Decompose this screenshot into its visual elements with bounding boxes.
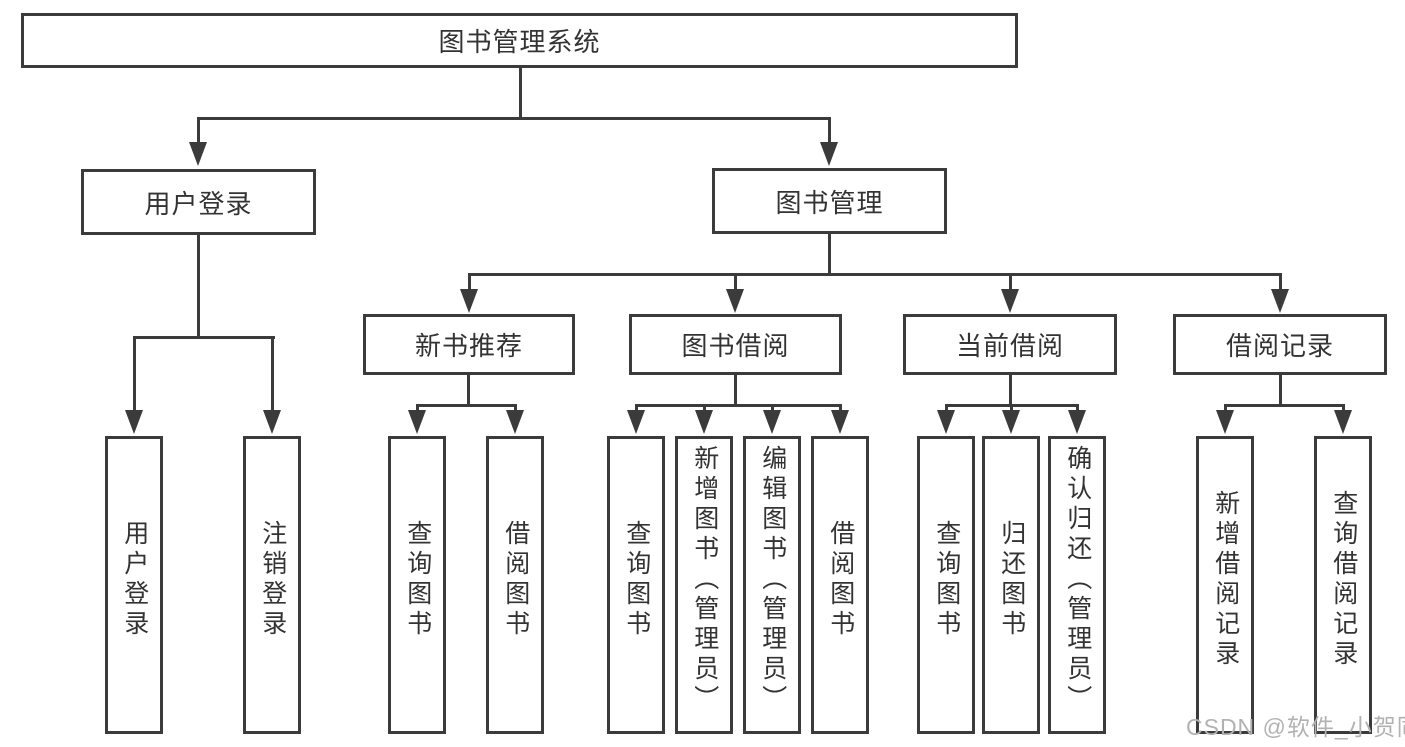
edge-shaft — [1224, 404, 1227, 414]
edge-shaft — [133, 336, 136, 414]
node-borrowing-records: 借阅记录 — [1173, 314, 1387, 375]
edge-book-mgmt-stem — [828, 234, 831, 276]
leaf-label: 编辑图书（管理员） — [758, 445, 787, 715]
leaf-label: 查询图书 — [403, 520, 432, 640]
edge-user-login-bar — [133, 336, 275, 339]
leaf-add-borrow-record: 新增借阅记录 — [1196, 436, 1254, 734]
leaf-label: 注销登录 — [258, 520, 287, 640]
arrowhead-icon — [726, 289, 744, 313]
edge-shaft — [635, 404, 638, 414]
leaf-query-borrow-record: 查询借阅记录 — [1314, 436, 1372, 734]
node-current-borrowing: 当前借阅 — [903, 314, 1117, 375]
edge-user-login-stem — [197, 235, 200, 339]
leaf-edit-books-admin: 编辑图书（管理员） — [743, 436, 801, 734]
leaf-label: 新增借阅记录 — [1211, 490, 1240, 670]
node-user-login: 用户登录 — [81, 169, 316, 235]
edge-recommend-bar — [416, 404, 517, 407]
edge-borrowing-bar — [635, 404, 842, 407]
node-label: 新书推荐 — [414, 331, 523, 361]
edge-shaft — [1010, 404, 1013, 414]
edge-to-book-mgmt-shaft — [828, 117, 831, 146]
leaf-user-login: 用户登录 — [105, 436, 163, 734]
leaf-add-books-admin: 新增图书（管理员） — [675, 436, 733, 734]
arrowhead-icon — [1068, 410, 1086, 434]
node-label: 用户登录 — [144, 188, 253, 219]
arrowhead-icon — [820, 142, 838, 166]
arrowhead-icon — [125, 410, 143, 434]
edge-shaft — [416, 404, 419, 414]
node-book-borrowing: 图书借阅 — [629, 314, 842, 375]
arrowhead-icon — [1001, 289, 1019, 313]
leaf-label: 查询借阅记录 — [1329, 490, 1358, 670]
edge-book-mgmt-bar — [468, 273, 1281, 276]
leaf-label: 归还图书 — [997, 520, 1026, 640]
arrowhead-icon — [1334, 410, 1352, 434]
arrowhead-icon — [695, 410, 713, 434]
leaf-label: 用户登录 — [120, 520, 149, 640]
leaf-logout: 注销登录 — [243, 436, 301, 734]
leaf-label: 查询图书 — [932, 520, 961, 640]
edge-shaft — [1279, 273, 1282, 291]
node-root-library-system: 图书管理系统 — [21, 13, 1018, 68]
edge-records-stem — [1279, 374, 1282, 407]
arrowhead-icon — [627, 410, 645, 434]
leaf-label: 借阅图书 — [826, 520, 855, 640]
edge-borrowing-stem — [734, 374, 737, 407]
leaf-label: 确认归还（管理员） — [1063, 445, 1092, 715]
edge-root-bar — [197, 117, 831, 120]
node-label: 图书借阅 — [681, 331, 790, 361]
arrowhead-icon — [1271, 289, 1289, 313]
edge-to-user-login-shaft — [197, 117, 200, 146]
arrowhead-icon — [506, 410, 524, 434]
arrowhead-icon — [460, 289, 478, 313]
edge-shaft — [468, 273, 471, 291]
edge-shaft — [703, 404, 706, 414]
leaf-query-books-3: 查询图书 — [917, 436, 975, 734]
edge-root-stem — [519, 68, 522, 120]
node-label: 图书管理系统 — [438, 27, 601, 57]
node-new-book-recommendation: 新书推荐 — [363, 314, 575, 375]
edge-shaft — [1076, 404, 1079, 414]
node-label: 图书管理 — [775, 187, 884, 218]
arrowhead-icon — [408, 410, 426, 434]
leaf-query-books-2: 查询图书 — [607, 436, 665, 734]
edge-shaft — [271, 336, 274, 414]
edge-shaft — [514, 404, 517, 414]
arrowhead-icon — [937, 410, 955, 434]
leaf-query-books-1: 查询图书 — [388, 436, 446, 734]
node-label: 借阅记录 — [1225, 331, 1334, 361]
node-book-management: 图书管理 — [712, 168, 947, 234]
watermark-text: CSDN @软件_小贺同学 — [1186, 714, 1405, 740]
edge-shaft — [771, 404, 774, 414]
leaf-borrow-books-2: 借阅图书 — [811, 436, 869, 734]
node-label: 当前借阅 — [955, 331, 1064, 361]
leaf-confirm-return-admin: 确认归还（管理员） — [1048, 436, 1106, 734]
leaf-label: 查询图书 — [622, 520, 651, 640]
arrowhead-icon — [1002, 410, 1020, 434]
arrowhead-icon — [763, 410, 781, 434]
arrowhead-icon — [831, 410, 849, 434]
leaf-borrow-books-1: 借阅图书 — [486, 436, 544, 734]
edge-shaft — [1342, 404, 1345, 414]
edge-current-stem — [1009, 374, 1012, 407]
edge-shaft — [734, 273, 737, 291]
edge-shaft — [839, 404, 842, 414]
arrowhead-icon — [263, 410, 281, 434]
leaf-return-books: 归还图书 — [982, 436, 1040, 734]
edge-shaft — [1009, 273, 1012, 291]
leaf-label: 新增图书（管理员） — [690, 445, 719, 715]
arrowhead-icon — [1216, 410, 1234, 434]
edge-records-bar — [1224, 404, 1345, 407]
arrowhead-icon — [189, 142, 207, 166]
leaf-label: 借阅图书 — [501, 520, 530, 640]
edge-recommend-stem — [467, 374, 470, 407]
edge-shaft — [945, 404, 948, 414]
